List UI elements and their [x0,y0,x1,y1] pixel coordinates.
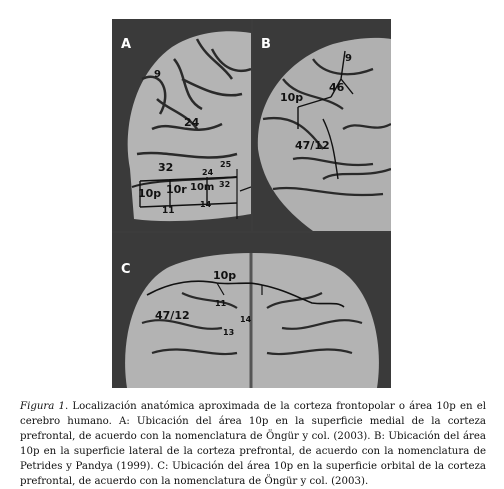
area-label: 9 [345,53,352,64]
panel-b-lateral: B 9 46 10p 47/12 [253,19,391,231]
figure-caption-lead: Figura 1 [20,401,65,412]
panel-c-orbital: C 10p 47/12 11 14 13 [112,233,391,388]
panel-c-image: C 10p 47/12 11 14 13 [112,233,391,388]
area-label: 25 [220,160,232,169]
area-label: 46 [329,81,345,94]
area-label: 13 [223,328,234,337]
area-label: 10p [138,187,161,200]
area-label: 47/12 [155,309,190,322]
panel-b-letter: B [261,37,271,52]
area-label: 47/12 [295,139,330,152]
figure-caption: Figura 1. Localización anatómica aproxim… [20,399,486,489]
panel-a-letter: A [121,37,131,52]
panel-b-image: B 9 46 10p 47/12 [253,19,391,231]
panel-c-letter: C [121,262,131,277]
area-label: 9 [154,69,161,80]
brain-figure: A 9 24 32 24 25 10p 10r 10m 32 11 14 B 9… [112,19,391,388]
area-label: 11 [215,299,227,308]
area-label: 10r [166,183,187,196]
area-label: 32 [219,180,230,189]
area-label: 24 [202,168,214,177]
area-label: 14 [240,315,252,324]
area-label: 10p [280,91,303,104]
panel-a-image: A 9 24 32 24 25 10p 10r 10m 32 11 14 [112,19,251,231]
area-label: 24 [184,116,200,129]
area-label: 14 [200,200,212,209]
area-label: 11 [162,206,175,216]
area-label: 10m [190,182,214,193]
panel-a-medial: A 9 24 32 24 25 10p 10r 10m 32 11 14 [112,19,251,231]
area-label: 32 [158,161,173,174]
area-label: 10p [213,269,236,282]
figure-caption-text: . Localización anatómica aproximada de l… [20,401,486,487]
